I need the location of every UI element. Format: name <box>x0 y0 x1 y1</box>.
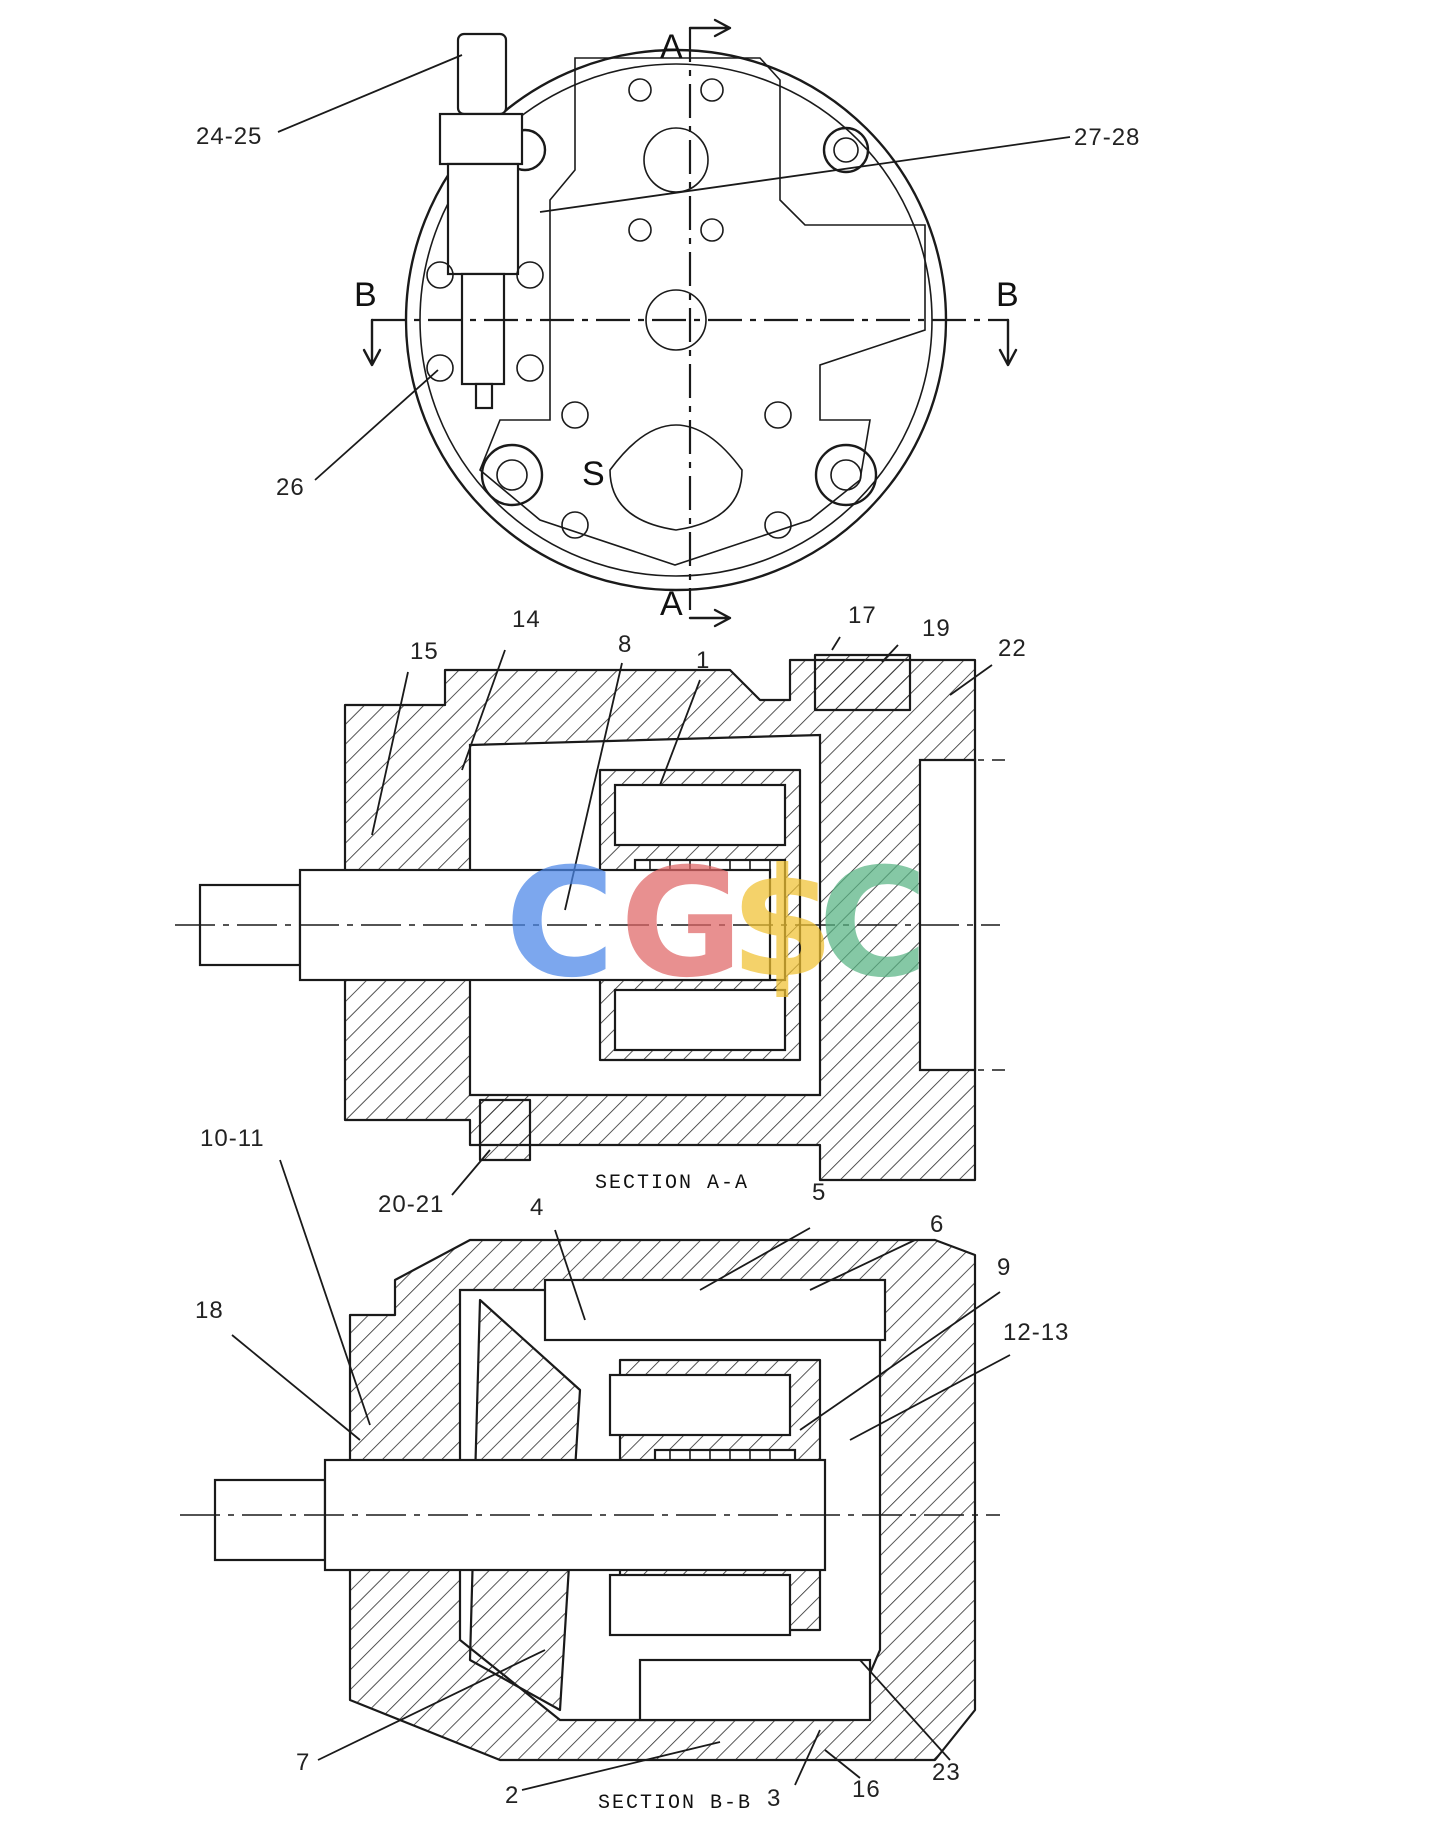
mounting-face-outline <box>479 57 926 566</box>
callout-labels: 24-25 27-28 26 14 15 8 1 17 19 22 10-11 … <box>195 123 1140 1812</box>
callout-8: 8 <box>618 631 632 658</box>
callout-1: 1 <box>696 647 710 674</box>
watermark-letter-1: C <box>505 837 615 1011</box>
piston-upper-a <box>613 783 787 847</box>
callout-19: 19 <box>922 615 951 642</box>
shaft-end-b <box>213 1478 327 1562</box>
stamp-s-mark: S <box>582 455 605 493</box>
callout-4: 4 <box>530 1194 544 1221</box>
arrow-a-top <box>688 18 732 38</box>
suction-port <box>609 424 743 531</box>
section-a-a: SECTION A-A <box>175 653 1005 1195</box>
callout-15: 15 <box>410 638 439 665</box>
section-title-a: SECTION A-A <box>595 1172 749 1195</box>
callout-7: 7 <box>296 1749 310 1776</box>
callout-12-13: 12-13 <box>1003 1319 1069 1346</box>
piston-lower-b <box>608 1573 792 1637</box>
callout-23: 23 <box>932 1759 961 1786</box>
leader-lines <box>231 54 1071 1791</box>
watermark-letter-2: G <box>620 837 743 1011</box>
callout-5: 5 <box>812 1179 826 1206</box>
callout-24-25: 24-25 <box>196 123 262 150</box>
upper-port <box>643 127 709 193</box>
fitting-a <box>813 653 912 712</box>
bolt-holes <box>480 78 878 539</box>
control-piston-b <box>543 1278 887 1342</box>
callout-17: 17 <box>848 602 877 629</box>
callout-14: 14 <box>512 606 541 633</box>
center-bore <box>645 289 707 351</box>
callout-10-11: 10-11 <box>200 1125 265 1152</box>
callout-20-21: 20-21 <box>378 1191 444 1218</box>
callout-2: 2 <box>505 1782 519 1809</box>
piston-upper-b <box>608 1373 792 1437</box>
arrow-a-bottom <box>688 608 732 628</box>
callout-22: 22 <box>998 635 1027 662</box>
servo-piston-b <box>638 1658 872 1722</box>
section-marker-b-left: B <box>354 276 377 314</box>
callout-26: 26 <box>276 474 305 501</box>
piston-lower-a <box>613 988 787 1052</box>
section-marker-a-bottom: A <box>660 585 683 623</box>
callout-18: 18 <box>195 1297 224 1324</box>
top-view: A A B B S <box>354 18 1019 628</box>
watermark-letter-3: $ <box>730 837 834 1011</box>
section-b-b: SECTION B-B <box>180 1238 1000 1815</box>
callout-3: 3 <box>767 1785 781 1812</box>
rear-cover-a <box>918 758 977 1072</box>
arrow-b-left <box>362 318 382 367</box>
section-marker-a-top: A <box>660 28 683 66</box>
compensator-valve <box>426 32 544 410</box>
section-title-b: SECTION B-B <box>598 1792 752 1815</box>
plug-a <box>478 1098 532 1162</box>
callout-16: 16 <box>852 1776 881 1803</box>
watermark-logo: C G $ C <box>505 837 928 1011</box>
callout-6: 6 <box>930 1211 944 1238</box>
callout-27-28: 27-28 <box>1074 124 1140 151</box>
arrow-b-right <box>998 318 1018 367</box>
callout-9: 9 <box>997 1254 1011 1281</box>
section-marker-b-right: B <box>996 276 1019 314</box>
watermark-letter-4: C <box>818 837 928 1011</box>
